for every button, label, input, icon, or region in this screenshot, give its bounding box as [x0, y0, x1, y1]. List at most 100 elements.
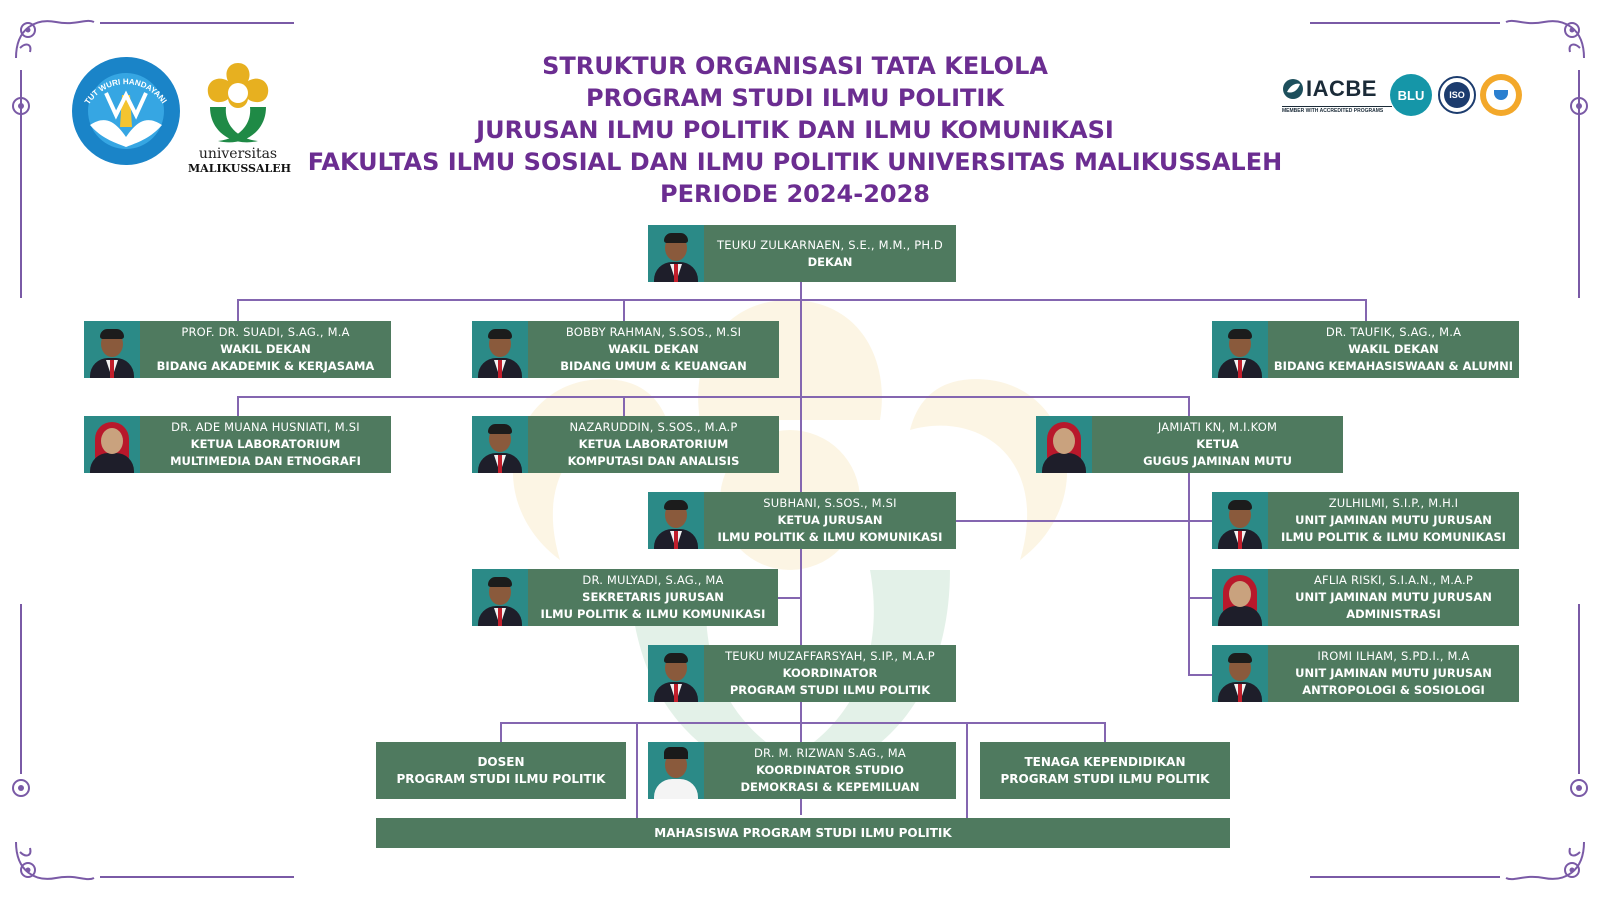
person-name: ZULHILMI, S.I.P., M.H.I [1328, 496, 1459, 510]
position-title: KETUA [1196, 437, 1239, 451]
position-title: WAKIL DEKAN [220, 342, 311, 356]
portrait-photo [648, 492, 704, 549]
portrait-photo [648, 645, 704, 702]
connector [1104, 722, 1106, 742]
position-unit: ADMINISTRASI [1346, 607, 1441, 621]
position-unit: BIDANG AKADEMIK & KERJASAMA [156, 359, 375, 373]
position-title: KOORDINATOR [782, 666, 878, 680]
tut-wuri-handayani-logo: TUT WURI HANDAYANI [70, 55, 182, 167]
ornament-bottom-left-icon [15, 841, 95, 881]
title-line-1: STRUKTUR ORGANISASI TATA KELOLA [542, 52, 1048, 80]
frame-top-left-line [100, 22, 294, 24]
position-unit: PROGRAM STUDI ILMU POLITIK [1000, 771, 1210, 786]
position-title: KETUA LABORATORIUM [578, 437, 729, 451]
position-title: UNIT JAMINAN MUTU JURUSAN [1295, 666, 1492, 680]
position-title: MAHASISWA PROGRAM STUDI ILMU POLITIK [654, 825, 952, 840]
title-line-5: PERIODE 2024-2028 [659, 180, 931, 208]
koordinator-studio-card: DR. M. RIZWAN S.AG., MA KOORDINATOR STUDI… [648, 742, 956, 799]
frame-bottom-left-line [100, 876, 294, 878]
position-title: DOSEN [477, 754, 525, 769]
iacbe-logo: IACBE MEMBER WITH ACCREDITED PROGRAMS [1282, 76, 1392, 116]
position-title: DEKAN [807, 254, 853, 269]
connector [1188, 472, 1190, 676]
blu-logo: BLU [1390, 74, 1432, 116]
position-unit: ANTROPOLOGI & SOSIOLOGI [1302, 683, 1485, 697]
person-name: DR. ADE MUANA HUSNIATI, M.SI [171, 420, 360, 434]
portrait-photo [648, 742, 704, 799]
position-unit: ILMU POLITIK & ILMU KOMUNIKASI [717, 530, 943, 544]
connector [1188, 597, 1212, 599]
title-line-4: FAKULTAS ILMU SOSIAL DAN ILMU POLITIK UN… [307, 148, 1283, 176]
person-name: TEUKU MUZAFFARSYAH, S.IP., M.A.P [725, 649, 935, 663]
connector [956, 520, 1212, 522]
connector [636, 722, 638, 818]
univ-name: MALIKUSSALEH [188, 162, 292, 175]
position-unit: MULTIMEDIA DAN ETNOGRAFI [170, 454, 361, 468]
position-unit: ILMU POLITIK & ILMU KOMUNIKASI [540, 607, 766, 621]
ujm-antropologi-card: IROMI ILHAM, S.PD.I., M.A UNIT JAMINAN MU… [1212, 645, 1519, 702]
title-line-2: PROGRAM STUDI ILMU POLITIK [586, 84, 1004, 112]
connector [778, 597, 802, 599]
position-unit: DEMOKRASI & KEPEMILUAN [740, 780, 920, 794]
person-name: JAMIATI KN, M.I.KOM [1157, 420, 1278, 434]
universitas-malikussaleh-logo: universitas MALIKUSSALEH [188, 55, 292, 180]
tenaga-kependidikan-card: TENAGA KEPENDIDIKAN PROGRAM STUDI ILMU PO… [980, 742, 1230, 799]
ornament-top-left-icon [15, 19, 95, 59]
portrait-photo [1212, 569, 1268, 626]
frame-top-right-line [1310, 22, 1500, 24]
person-name: DR. M. RIZWAN S.AG., MA [754, 746, 906, 760]
sekretaris-jurusan-card: DR. MULYADI, S.AG., MA SEKRETARIS JURUSAN… [472, 569, 778, 626]
person-name: AFLIA RISKI, S.I.A.N., M.A.P [1313, 573, 1474, 587]
portrait-photo [1212, 645, 1268, 702]
title-line-3: JURUSAN ILMU POLITIK DAN ILMU KOMUNIKASI [476, 116, 1114, 144]
frame-left-bottom-line [20, 604, 22, 774]
connector [237, 299, 1367, 301]
frame-bottom-right-line [1310, 876, 1500, 878]
position-unit: BIDANG UMUM & KEUANGAN [560, 359, 747, 373]
tut-wuri-ring-text: TUT WURI HANDAYANI [83, 77, 169, 106]
position-unit: ILMU POLITIK & ILMU KOMUNIKASI [1281, 530, 1506, 544]
person-name: TEUKU ZULKARNAEN, S.E., M.M., PH.D [717, 237, 943, 252]
person-name: DR. MULYADI, S.AG., MA [582, 573, 724, 587]
lab-multimedia-card: DR. ADE MUANA HUSNIATI, M.SI KETUA LABORA… [84, 416, 391, 473]
koordinator-prodi-card: TEUKU MUZAFFARSYAH, S.IP., M.A.P KOORDINA… [648, 645, 956, 702]
position-unit: PROGRAM STUDI ILMU POLITIK [729, 683, 931, 697]
position-title: TENAGA KEPENDIDIKAN [1024, 754, 1186, 769]
connector [500, 722, 1106, 724]
connector [1188, 396, 1190, 416]
mahasiswa-card: MAHASISWA PROGRAM STUDI ILMU POLITIK [376, 818, 1230, 848]
portrait-photo [472, 416, 528, 473]
frame-left-top-line [20, 70, 22, 298]
connector [966, 722, 968, 818]
connector [237, 396, 239, 416]
person-name: PROF. DR. SUADI, S.AG., M.A [181, 325, 350, 339]
ornament-right-upper-icon [1570, 97, 1588, 115]
iso-text: ISO [1449, 90, 1465, 100]
position-title: KETUA JURUSAN [777, 513, 883, 527]
person-name: SUBHANI, S.SOS., M.SI [763, 496, 897, 510]
position-title: KOORDINATOR STUDIO [756, 763, 904, 777]
connector [623, 396, 625, 416]
ornament-top-right-icon [1505, 19, 1585, 59]
portrait-photo [1036, 416, 1092, 473]
univ-word: universitas [198, 146, 278, 162]
position-title: KETUA LABORATORIUM [190, 437, 341, 451]
connector [237, 299, 239, 321]
ornament-left-middle-icon [12, 779, 30, 797]
portrait-photo [84, 416, 140, 473]
portrait-photo [472, 569, 528, 626]
position-title: SEKRETARIS JURUSAN [582, 590, 724, 604]
connector [623, 299, 625, 321]
position-unit: GUGUS JAMINAN MUTU [1143, 454, 1292, 468]
accreditation-logos: IACBE MEMBER WITH ACCREDITED PROGRAMS BL… [1282, 72, 1522, 122]
person-name: IROMI ILHAM, S.PD.I., M.A [1317, 649, 1470, 663]
iacbe-leaf-icon [1283, 79, 1303, 99]
portrait-photo [472, 321, 528, 378]
connector [1365, 299, 1367, 321]
frame-right-top-line [1578, 70, 1580, 298]
position-unit: BIDANG KEMAHASISWAAN & ALUMNI [1273, 359, 1514, 373]
